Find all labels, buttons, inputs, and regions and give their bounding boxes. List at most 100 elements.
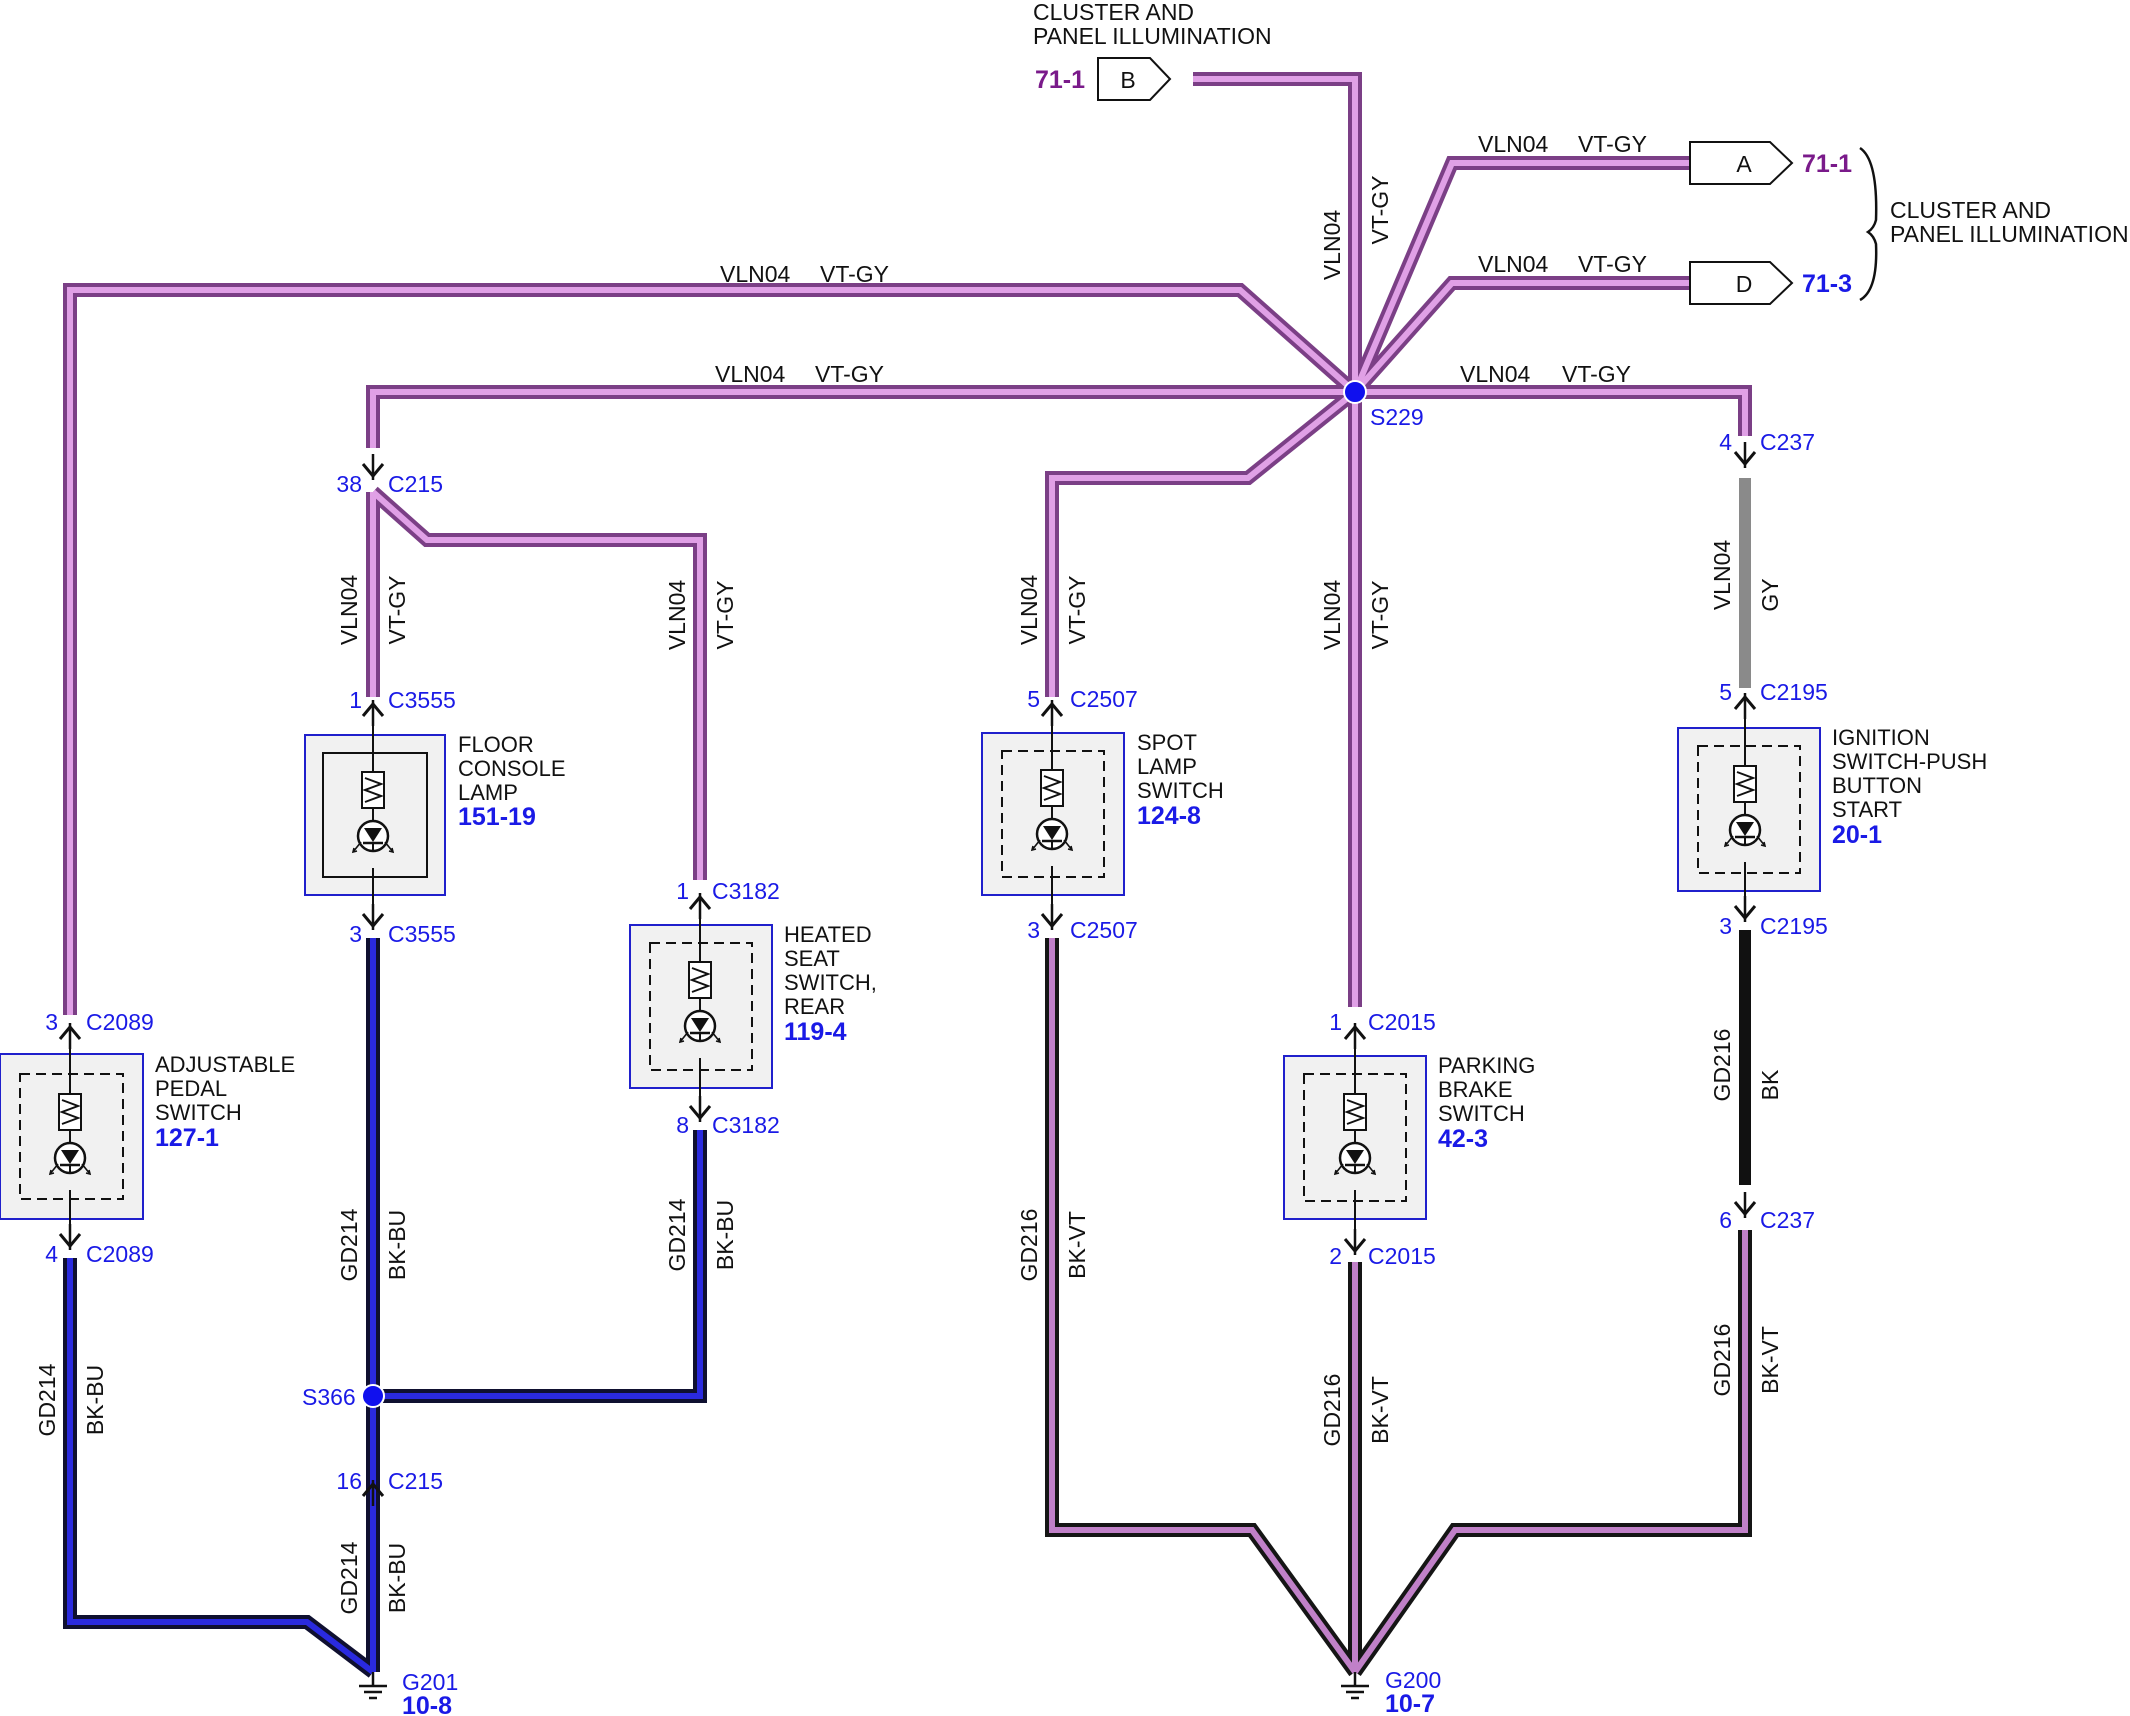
connector-name: C2015 — [1368, 1009, 1436, 1035]
ground-g201-ref[interactable]: 10-8 — [402, 1692, 452, 1716]
label-bk-bu: BK-BU — [384, 1210, 410, 1280]
offpage-b-letter: B — [1120, 67, 1135, 93]
adjustable-pedal-line1: ADJUSTABLE — [155, 1052, 295, 1077]
spot-lamp-ref[interactable]: 124-8 — [1137, 802, 1201, 830]
label-vt-gy: VT-GY — [1562, 361, 1631, 387]
connector-name: C2089 — [86, 1241, 154, 1267]
connector-name: C2507 — [1070, 917, 1138, 943]
pin-number: 5 — [1719, 679, 1732, 705]
parking-brake-switch[interactable] — [1283, 1035, 1427, 1246]
offpage-d-ref[interactable]: 71-3 — [1802, 270, 1852, 298]
label-vln04: VLN04 — [1709, 540, 1735, 611]
floor-console-line2: CONSOLE — [458, 756, 566, 781]
splice-s366-label: S366 — [302, 1384, 356, 1410]
label-vt-gy: VT-GY — [1367, 175, 1393, 244]
label-vln04: VLN04 — [720, 261, 791, 287]
ignition-line4: START — [1832, 797, 1902, 822]
connector-symbols — [58, 440, 1757, 1508]
connector-c237-bottom — [1733, 1190, 1757, 1220]
heated-seat-ref[interactable]: 119-4 — [784, 1018, 847, 1046]
ignition-line2: SWITCH-PUSH — [1832, 749, 1987, 774]
adjustable-pedal-line2: PEDAL — [155, 1076, 227, 1101]
label-gd216: GD216 — [1709, 1324, 1735, 1397]
ground-g201[interactable] — [357, 1670, 389, 1700]
pin-number: 6 — [1719, 1207, 1732, 1233]
ignition-ref[interactable]: 20-1 — [1832, 821, 1882, 849]
vertical-wire-labels: VLN04 VT-GY VLN04 VT-GY VLN04 VT-GY VLN0… — [34, 175, 1783, 1614]
spot-lamp-switch[interactable] — [981, 712, 1125, 922]
label-vt-gy: VT-GY — [1578, 131, 1647, 157]
pin-number: 4 — [1719, 429, 1732, 455]
ground-g200[interactable] — [1339, 1670, 1371, 1700]
adjustable-pedal-line3: SWITCH — [155, 1100, 242, 1125]
label-gy: GY — [1757, 578, 1783, 611]
top-title-line1: CLUSTER AND — [1033, 0, 1194, 25]
splice-s229 — [1343, 380, 1367, 404]
connector-c2015-top — [1343, 1021, 1367, 1051]
connector-name: C237 — [1760, 1207, 1815, 1233]
label-vt-gy: VT-GY — [820, 261, 889, 287]
right-brace — [1859, 146, 1878, 302]
floor-console-ref[interactable]: 151-19 — [458, 803, 536, 831]
label-vt-gy: VT-GY — [1578, 251, 1647, 277]
label-vt-gy: VT-GY — [1367, 580, 1393, 649]
spot-lamp-line1: SPOT — [1137, 730, 1197, 755]
connector-c237-top — [1733, 440, 1757, 470]
connector-c2015-bottom — [1343, 1227, 1367, 1257]
adjustable-pedal-ref[interactable]: 127-1 — [155, 1124, 219, 1152]
heated-seat-line1: HEATED — [784, 922, 872, 947]
pin-number: 3 — [1027, 917, 1040, 943]
ignition-line1: IGNITION — [1832, 725, 1930, 750]
ground-g201-name: G201 — [402, 1669, 458, 1695]
splice-s229-label: S229 — [1370, 404, 1424, 430]
label-vt-gy: VT-GY — [384, 575, 410, 644]
connector-name: C3555 — [388, 921, 456, 947]
connector-name: C237 — [1760, 429, 1815, 455]
connector-name: C3182 — [712, 878, 780, 904]
offpage-connector-d[interactable]: D — [1689, 261, 1794, 305]
top-title-line2: PANEL ILLUMINATION — [1033, 23, 1272, 49]
pin-number: 4 — [45, 1241, 58, 1267]
heated-seat-line2: SEAT — [784, 946, 840, 971]
offpage-a-ref[interactable]: 71-1 — [1802, 150, 1852, 178]
ground-g200-name: G200 — [1385, 1667, 1441, 1693]
label-vln04: VLN04 — [1478, 251, 1549, 277]
connector-c2507-top — [1040, 698, 1064, 728]
ground-g200-ref[interactable]: 10-7 — [1385, 1690, 1435, 1716]
pin-number: 8 — [676, 1112, 689, 1138]
label-vt-gy: VT-GY — [712, 580, 738, 649]
label-gd216: GD216 — [1709, 1029, 1735, 1102]
pin-number: 16 — [336, 1468, 362, 1494]
label-vln04: VLN04 — [715, 361, 786, 387]
label-vln04: VLN04 — [336, 575, 362, 646]
spot-lamp-line3: SWITCH — [1137, 778, 1224, 803]
offpage-connector-a[interactable]: A — [1689, 141, 1794, 185]
connector-name: C3182 — [712, 1112, 780, 1138]
label-bk: BK — [1757, 1069, 1783, 1100]
label-gd216: GD216 — [1319, 1374, 1345, 1447]
connector-name: C2195 — [1760, 679, 1828, 705]
ignition-switch-push-button-start[interactable] — [1677, 705, 1821, 914]
floor-console-lamp[interactable] — [304, 712, 446, 922]
offpage-connector-b[interactable]: B — [1097, 57, 1172, 101]
connector-name: C2195 — [1760, 913, 1828, 939]
heated-seat-switch-rear[interactable] — [629, 905, 773, 1112]
connector-name: C215 — [388, 1468, 443, 1494]
pin-number: 5 — [1027, 686, 1040, 712]
offpage-b-ref[interactable]: 71-1 — [1035, 66, 1085, 94]
connector-c2195-top — [1733, 691, 1757, 721]
parking-brake-ref[interactable]: 42-3 — [1438, 1125, 1488, 1153]
connector-c2195-bottom — [1733, 894, 1757, 924]
horizontal-wire-labels: VLN04 VT-GY VLN04 VT-GY VLN04 VT-GY VLN0… — [715, 131, 1647, 387]
label-vln04: VLN04 — [664, 580, 690, 651]
pin-number: 2 — [1329, 1243, 1342, 1269]
pin-number: 1 — [1329, 1009, 1342, 1035]
adjustable-pedal-switch[interactable] — [0, 1035, 144, 1242]
connector-c2507-bottom — [1040, 902, 1064, 932]
label-bk-bu: BK-BU — [712, 1200, 738, 1270]
pin-number: 1 — [676, 878, 689, 904]
pin-number: 38 — [336, 471, 362, 497]
connector-labels: 38 C215 1 C3555 3 C3555 16 C215 1 C3182 … — [45, 429, 1828, 1494]
connector-name: C2507 — [1070, 686, 1138, 712]
